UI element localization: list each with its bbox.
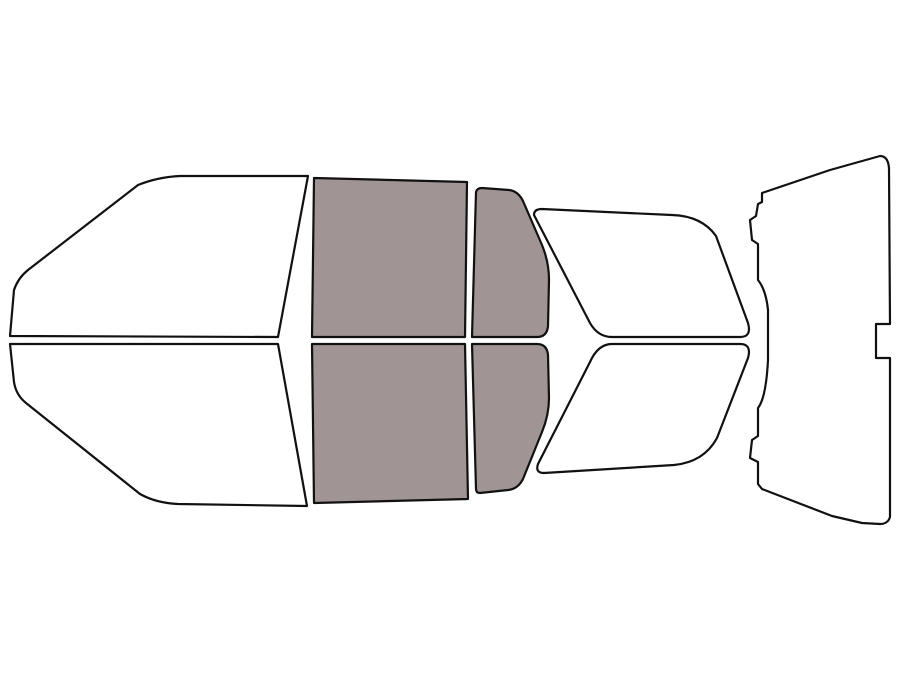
quarter-window-top[interactable] [532, 207, 751, 339]
front-door-window-bottom[interactable] [310, 342, 470, 505]
windshield-upper-half[interactable] [8, 174, 310, 339]
windshield-lower-half[interactable] [8, 342, 309, 508]
rear-door-window-bottom[interactable] [470, 342, 551, 495]
front-door-window-top[interactable] [310, 176, 469, 339]
rear-door-window-top[interactable] [470, 186, 551, 339]
rear-window[interactable] [748, 154, 892, 526]
quarter-window-bottom[interactable] [536, 342, 751, 475]
